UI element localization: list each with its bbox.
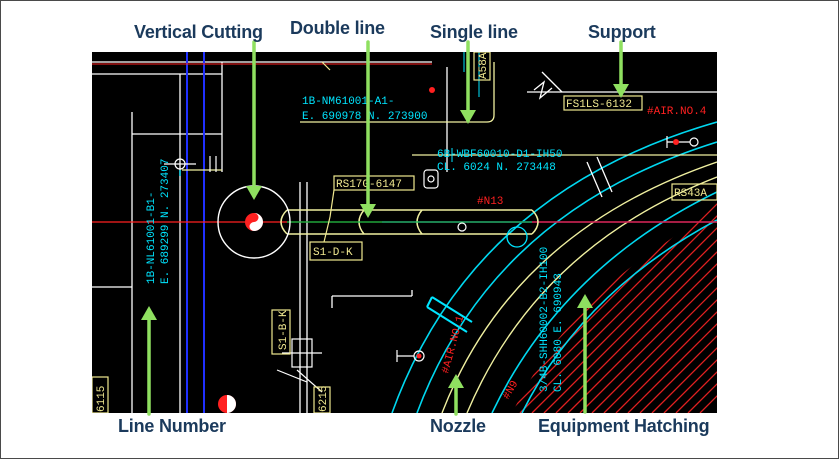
tag-rs17: RS17G-6147: [336, 179, 402, 191]
callout-line-number: Line Number: [118, 416, 226, 436]
label-6b: 6B-WBF60010-D1-IH50: [437, 149, 562, 161]
tag-fs1ls: FS1LS-6132: [566, 99, 632, 111]
coord-34b: CL. 6080 E. 690943: [553, 273, 565, 392]
tag-boxes: [92, 52, 717, 413]
tag-s1dk: S1-D-K: [313, 247, 353, 259]
tag-air-no4: #AIR.NO.4: [647, 106, 707, 118]
fittings: [164, 136, 699, 393]
tag-a58a: A58A: [478, 52, 490, 79]
support-symbol: [533, 71, 613, 198]
tag-n13: #N13: [477, 196, 503, 208]
callout-nozzle: Nozzle: [430, 416, 486, 436]
double-line-pipe: [280, 209, 539, 235]
coord-1b-nl: E. 689299 N. 273407: [160, 159, 172, 284]
coord-6b: CL. 6024 N. 273448: [437, 162, 556, 174]
callout-vertical-cutting: Vertical Cutting: [134, 22, 263, 42]
coord-1b-nm: E. 690978 N. 273900: [302, 111, 427, 123]
cad-canvas: 1B-NM61001-A1- E. 690978 N. 273900 6B-WB…: [92, 52, 717, 413]
tag-6215: 6215: [318, 386, 330, 412]
label-34b: 3/4B-SHH60002-B2-IH100: [539, 247, 551, 392]
label-1b-nm: 1B-NM61001-A1-: [302, 96, 394, 108]
nozzles: [426, 296, 473, 333]
label-1b-nl: 1B-NL61001-B1-: [146, 192, 158, 284]
tag-rs43a: RS43A: [674, 188, 707, 200]
tag-n9: #N9: [501, 379, 521, 402]
vertical-cutting-symbol: [217, 185, 291, 413]
callout-single-line: Single line: [430, 22, 518, 42]
callout-equipment-hatching: Equipment Hatching: [538, 416, 710, 436]
callout-support: Support: [588, 22, 656, 42]
tag-s1bk: S1-B-K: [278, 310, 290, 350]
callout-double-line: Double line: [290, 18, 385, 38]
cad-drawing: 1B-NM61001-A1- E. 690978 N. 273900 6B-WB…: [92, 52, 717, 413]
tag-6115: 6115: [96, 386, 108, 412]
